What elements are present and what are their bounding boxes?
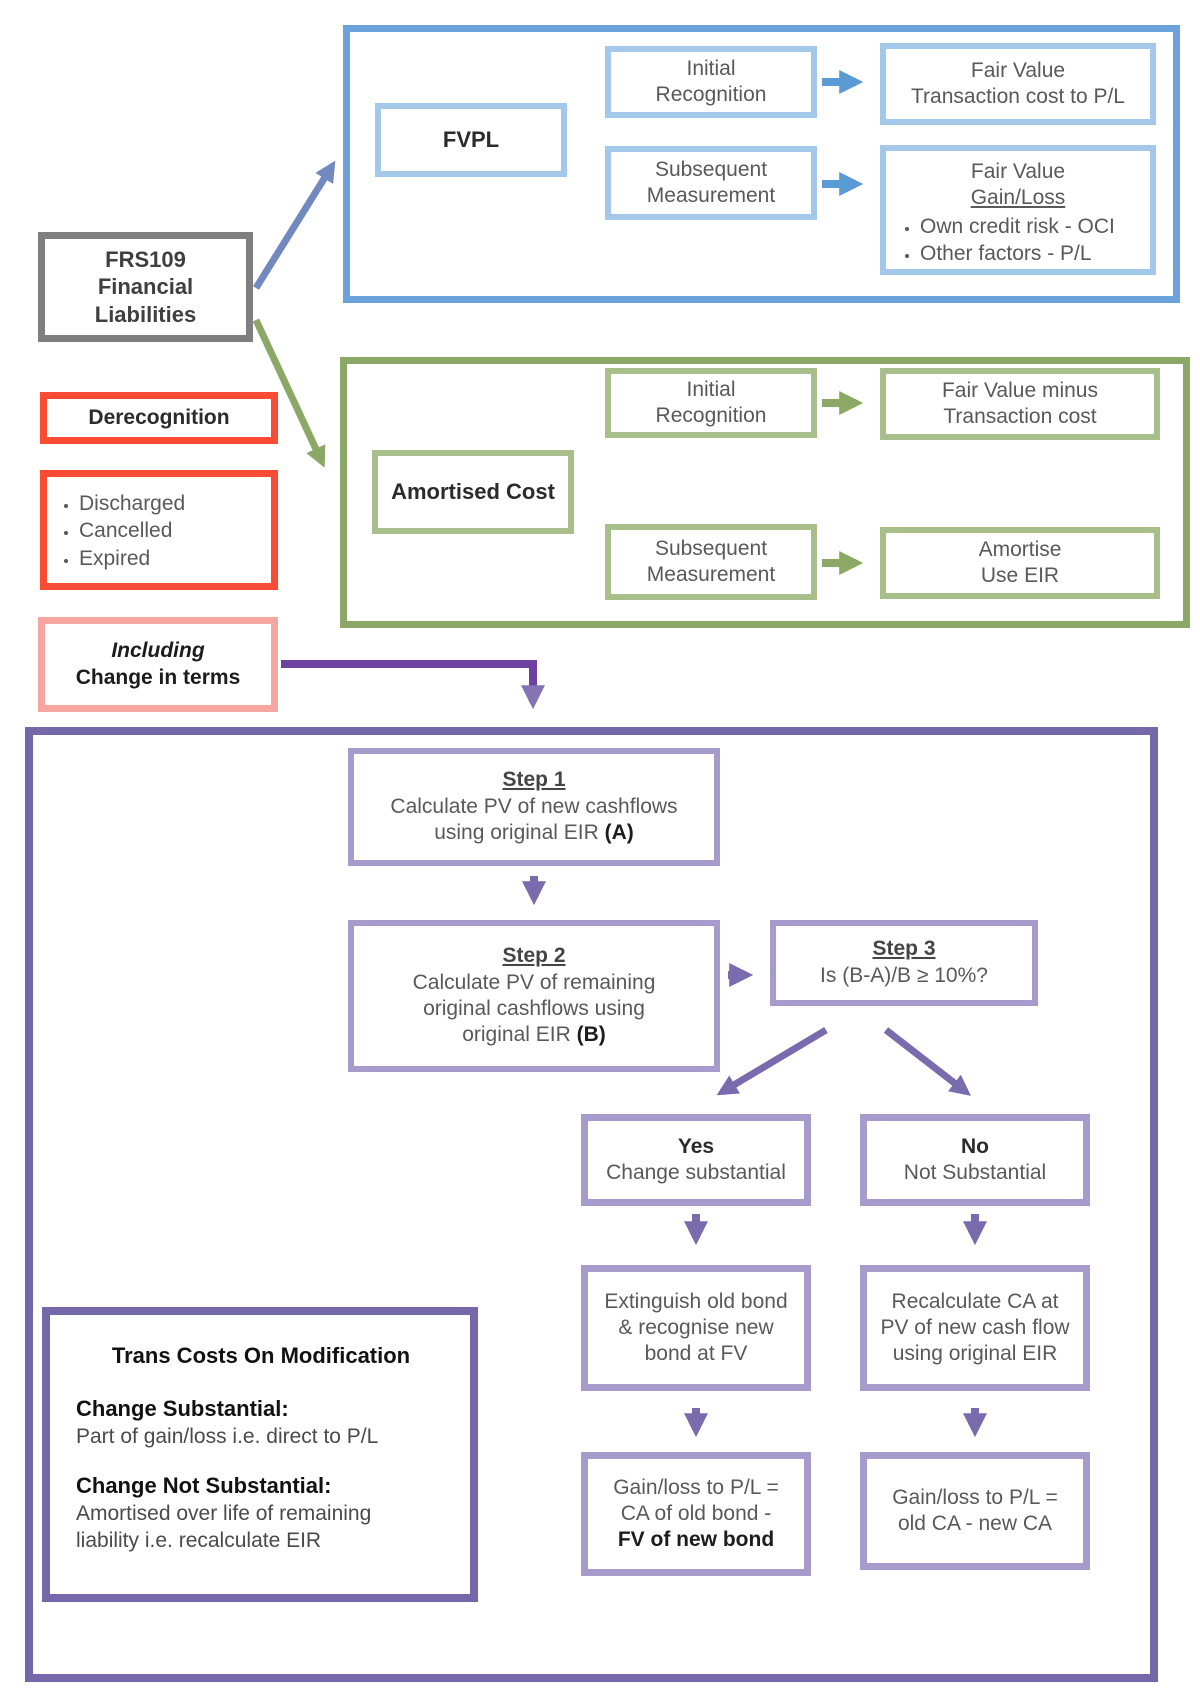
amortised-subsequent-result-label: Amortise Use EIR (978, 537, 1062, 587)
arrow-step3-to-no (883, 1027, 971, 1096)
including-change-in-terms-box: Including Change in terms (38, 617, 278, 712)
fvpl-gain-loss-label: Gain/Loss (970, 186, 1066, 210)
step1-bold: (A) (604, 821, 634, 844)
including-label: Including (111, 639, 205, 663)
fvpl-subsequent-measurement-box: Subsequent Measurement (605, 146, 817, 220)
amortised-cost-box: Amortised Cost (372, 450, 574, 534)
fvpl-section-frame (343, 25, 1180, 303)
fvpl-subsequent-measurement-label: Subsequent Measurement (646, 157, 776, 207)
yes-box: Yes Change substantial (581, 1114, 811, 1206)
frs109-box: FRS109 Financial Liabilities (38, 232, 253, 342)
step2-body: Calculate PV of remaining original cashf… (412, 970, 656, 1047)
amortised-initial-recognition-box: Initial Recognition (605, 368, 817, 438)
yes-action-text: Extinguish old bond & recognise new bond… (604, 1289, 788, 1366)
no-action-text: Recalculate CA at PV of new cash flow us… (880, 1289, 1070, 1366)
trans-costs-title: Trans Costs On Modification (111, 1343, 411, 1368)
fvpl-initial-result-box: Fair Value Transaction cost to P/L (880, 43, 1156, 125)
amortised-initial-result-box: Fair Value minus Transaction cost (880, 368, 1160, 440)
arrow-frs109-to-amortised (252, 318, 326, 468)
derecognition-box: Derecognition (40, 392, 278, 444)
no-result-text: Gain/loss to P/L = old CA - new CA (892, 1485, 1058, 1535)
trans-costs-box: Trans Costs On Modification Change Subst… (42, 1307, 478, 1602)
change-in-terms-label: Change in terms (75, 665, 241, 689)
change-not-substantial-text: Amortised over life of remaining liabili… (76, 1502, 372, 1552)
bullet-cancelled: Cancelled (79, 517, 185, 544)
amortised-initial-recognition-label: Initial Recognition (655, 377, 767, 427)
yes-result-text: Gain/loss to P/L = CA of old bond - (613, 1475, 779, 1525)
bullet-discharged: Discharged (79, 490, 185, 517)
step3-question: Is (B-A)/B ≥ 10%? (820, 963, 988, 987)
yes-label: Yes (677, 1134, 715, 1158)
fvpl-subsequent-result-box: Fair Value Gain/Loss Own credit risk - O… (880, 145, 1156, 275)
change-substantial-heading: Change Substantial: (76, 1396, 289, 1421)
fvpl-box: FVPL (375, 103, 567, 177)
no-label: No (961, 1134, 989, 1158)
arrow-frs109-to-fvpl (253, 160, 336, 290)
no-result-box: Gain/loss to P/L = old CA - new CA (860, 1452, 1090, 1570)
step2-bold: (B) (576, 1023, 606, 1047)
no-action-box: Recalculate CA at PV of new cash flow us… (860, 1265, 1090, 1391)
fvpl-subsequent-result-title: Fair Value (970, 160, 1066, 183)
fvpl-initial-recognition-box: Initial Recognition (605, 46, 817, 118)
yes-subtitle: Change substantial (606, 1161, 786, 1185)
arrow-including-to-modification (281, 660, 545, 710)
step1-body: Calculate PV of new cashflows using orig… (390, 794, 678, 844)
step1-text: Calculate PV of new cashflows using orig… (390, 794, 677, 846)
amortised-cost-label: Amortised Cost (391, 479, 555, 505)
no-subtitle: Not Substantial (903, 1161, 1047, 1185)
amortised-initial-result-label: Fair Value minus Transaction cost (941, 378, 1098, 428)
fvpl-initial-result-label: Fair Value Transaction cost to P/L (911, 58, 1125, 108)
change-substantial-text: Part of gain/loss i.e. direct to P/L (76, 1424, 379, 1448)
bullet-own-credit-risk: Own credit risk - OCI (920, 213, 1115, 240)
step2-text: Calculate PV of remaining original cashf… (413, 970, 656, 1048)
yes-result-bold: FV of new bond (617, 1528, 775, 1552)
amortised-subsequent-measurement-label: Subsequent Measurement (646, 536, 776, 586)
bullet-other-factors: Other factors - P/L (920, 240, 1115, 267)
fvpl-gain-loss-bullets: Own credit risk - OCI Other factors - P/… (892, 213, 1115, 268)
trans-costs-content: Trans Costs On Modification Change Subst… (50, 1315, 470, 1577)
no-box: No Not Substantial (860, 1114, 1090, 1206)
amortised-subsequent-result-box: Amortise Use EIR (880, 527, 1160, 599)
derecognition-criteria-list: Discharged Cancelled Expired (51, 490, 185, 572)
step2-title: Step 2 (502, 943, 566, 967)
derecognition-label: Derecognition (88, 405, 230, 429)
yes-result-box: Gain/loss to P/L = CA of old bond - FV o… (581, 1452, 811, 1576)
modification-section-frame (25, 727, 1158, 1682)
fvpl-initial-recognition-label: Initial Recognition (655, 56, 767, 106)
yes-action-box: Extinguish old bond & recognise new bond… (581, 1265, 811, 1391)
change-not-substantial-heading: Change Not Substantial: (76, 1473, 332, 1499)
step1-box: Step 1 Calculate PV of new cashflows usi… (348, 748, 720, 866)
arrow-step3-to-yes (716, 1026, 828, 1096)
step1-title: Step 1 (502, 767, 566, 791)
derecognition-criteria-box: Discharged Cancelled Expired (40, 470, 278, 590)
step2-box: Step 2 Calculate PV of remaining origina… (348, 920, 720, 1072)
amortised-section-frame (340, 357, 1190, 628)
bullet-expired: Expired (79, 545, 185, 572)
frs109-label: FRS109 Financial Liabilities (94, 246, 197, 327)
step3-title: Step 3 (872, 936, 936, 960)
fvpl-label: FVPL (442, 127, 500, 153)
step3-box: Step 3 Is (B-A)/B ≥ 10%? (770, 920, 1038, 1006)
amortised-subsequent-measurement-box: Subsequent Measurement (605, 524, 817, 600)
